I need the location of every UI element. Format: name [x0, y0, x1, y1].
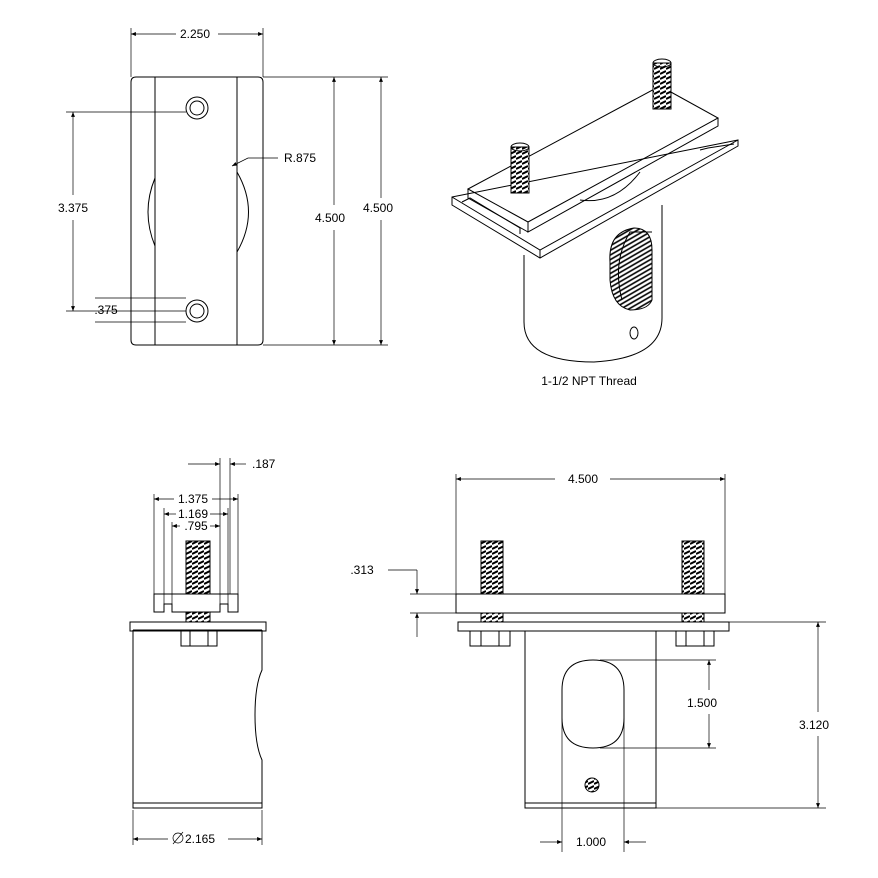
dim-inner-length: 4.500 [315, 211, 345, 225]
iso-threaded-slot [609, 227, 653, 311]
side-stud [185, 540, 211, 595]
dim-front-slot-width: 1.000 [576, 835, 606, 849]
front-stud-left [480, 540, 504, 595]
dim-side-187: .187 [252, 457, 276, 471]
dim-radius: R.875 [284, 151, 316, 165]
front-clamp-bar [455, 593, 726, 614]
dim-side-1375: 1.375 [178, 492, 208, 506]
dim-front-width: 4.500 [568, 472, 598, 486]
front-body [524, 630, 657, 809]
side-cylinder [132, 630, 263, 809]
iso-cylinder [523, 205, 663, 363]
front-view: 4.500 .313 1.500 3.120 1.000 [350, 472, 829, 852]
dim-side-1169: 1.169 [178, 507, 208, 521]
iso-view: 1-1/2 NPT Thread [451, 58, 739, 388]
top-hole-upper-inner [189, 100, 205, 116]
front-nut-left [469, 630, 511, 647]
top-cylinder-left-arc [147, 177, 156, 247]
side-nut [180, 630, 218, 647]
side-clamp [153, 593, 239, 613]
front-stud-right [681, 540, 705, 595]
dim-front-slot-length: 1.500 [687, 696, 717, 710]
dim-front-thickness: .313 [350, 563, 374, 577]
dim-hole-spacing: 3.375 [58, 201, 88, 215]
top-view: 2.250 3.375 .375 R.875 4.500 4.500 [58, 27, 393, 346]
front-small-hole [584, 777, 600, 793]
iso-clamp-bar [466, 85, 720, 223]
iso-stud-right [652, 62, 672, 110]
top-cylinder-right-arc [236, 171, 249, 253]
iso-caption: 1-1/2 NPT Thread [541, 374, 637, 388]
front-slot [561, 659, 625, 749]
iso-small-hole [629, 326, 639, 340]
top-plate-outline [130, 76, 264, 346]
top-hole-lower-inner [189, 303, 205, 319]
top-clamp-strip [154, 76, 238, 346]
dim-outer-length: 4.500 [363, 201, 393, 215]
front-base-plate [457, 621, 730, 632]
dim-edge-offset: .375 [94, 303, 118, 317]
iso-stud-left [510, 146, 530, 194]
dim-side-diameter: 2.165 [185, 832, 215, 846]
side-view: .187 1.375 1.169 .795 2.165 [129, 457, 276, 846]
top-hole-upper [185, 96, 209, 120]
iso-base-plate [451, 139, 739, 259]
dim-side-795: .795 [184, 519, 208, 533]
front-nut-right [675, 630, 715, 647]
dim-front-height: 3.120 [799, 718, 829, 732]
top-hole-lower [185, 299, 209, 323]
dim-top-width: 2.250 [180, 27, 210, 41]
